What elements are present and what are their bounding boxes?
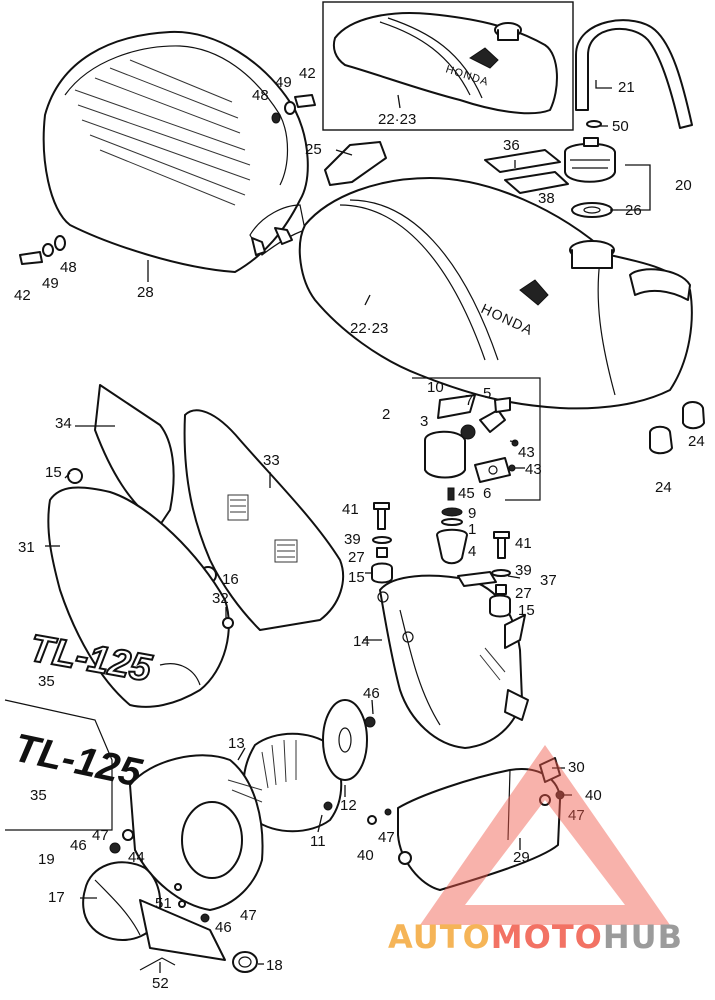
fuel-hose (575, 19, 693, 129)
callout-42: 42 (299, 65, 316, 82)
callout-13: 13 (228, 735, 245, 752)
callout-15-right: 15 (518, 602, 535, 619)
callout-43-b: 43 (525, 461, 542, 478)
callout-46-c: 46 (215, 919, 232, 936)
callout-52: 52 (152, 975, 169, 992)
seat (42, 30, 309, 273)
callout-38: 38 (538, 190, 555, 207)
fuel-tank-main: HONDA (298, 177, 693, 410)
callout-50: 50 (612, 118, 629, 135)
callout-36: 36 (503, 137, 520, 154)
callout-12: 12 (340, 797, 357, 814)
callout-6: 6 (483, 485, 491, 502)
svg-text:TL-125: TL-125 (10, 726, 146, 796)
callout-9: 9 (468, 505, 476, 522)
callout-15-left: 15 (45, 464, 62, 481)
fuel-cap (564, 137, 616, 218)
callout-labels: 42 49 48 22·23 21 50 25 36 20 38 26 42 4… (14, 65, 705, 992)
callout-48: 48 (252, 87, 269, 104)
callout-33: 33 (263, 452, 280, 469)
callout-40: 40 (585, 787, 602, 804)
callout-49: 49 (275, 74, 292, 91)
callout-48-lower: 48 (60, 259, 77, 276)
callout-49-lower: 49 (42, 275, 59, 292)
callout-30: 30 (568, 759, 585, 776)
callout-29: 29 (513, 849, 530, 866)
air-cleaner-case (377, 574, 529, 749)
callout-39: 39 (344, 531, 361, 548)
callout-26: 26 (625, 202, 642, 219)
watermark-auto: AUTO (388, 918, 491, 956)
callout-42-lower: 42 (14, 287, 31, 304)
callout-47-b: 47 (378, 829, 395, 846)
callout-41-right: 41 (515, 535, 532, 552)
callout-43: 43 (518, 444, 535, 461)
callout-28: 28 (137, 284, 154, 301)
callout-35: 35 (38, 673, 55, 690)
callout-4: 4 (468, 543, 476, 560)
watermark-hub: HUB (603, 918, 683, 956)
air-cleaner-housing (129, 754, 264, 911)
callout-16: 16 (222, 571, 239, 588)
callout-39-right: 39 (515, 562, 532, 579)
callout-11: 11 (310, 833, 326, 850)
callout-17: 17 (48, 889, 65, 906)
tank-bracket (324, 141, 387, 186)
callout-47-d: 47 (240, 907, 257, 924)
callout-10: 10 (427, 379, 444, 396)
callout-41: 41 (342, 501, 359, 518)
callout-46-b: 46 (70, 837, 87, 854)
watermark-moto: MOTO (491, 918, 603, 956)
fuel-valve (412, 377, 541, 565)
callout-18: 18 (266, 957, 283, 974)
callout-22-23: 22·23 (378, 111, 416, 128)
callout-47-c: 47 (92, 827, 109, 844)
side-cover-31 (47, 486, 234, 708)
tool-box (367, 757, 565, 891)
watermark-triangle (420, 745, 670, 925)
callout-14: 14 (353, 633, 370, 650)
watermark: AUTOMOTOHUB (388, 745, 683, 956)
callout-44: 44 (128, 849, 145, 866)
callout-27-right: 27 (515, 585, 532, 602)
callout-27: 27 (348, 549, 365, 566)
callout-24: 24 (655, 479, 672, 496)
callout-46: 46 (363, 685, 380, 702)
seat-bolts (19, 94, 316, 265)
emblem-lower: TL-125 (4, 699, 146, 831)
callout-5: 5 (483, 385, 491, 402)
callout-22-23-main: 22·23 (350, 320, 388, 337)
callout-34: 34 (55, 415, 72, 432)
callout-1: 1 (468, 521, 476, 538)
callout-25: 25 (305, 141, 322, 158)
callout-45: 45 (458, 485, 475, 502)
callout-37: 37 (540, 572, 557, 589)
tank-labels-36-38 (484, 149, 569, 194)
leader-lines (45, 80, 651, 973)
mounting-bolts (371, 502, 511, 618)
callout-15: 15 (348, 569, 365, 586)
callout-47: 47 (568, 807, 585, 824)
callout-19: 19 (38, 851, 55, 868)
callout-3: 3 (420, 413, 428, 430)
svg-text:AUTOMOTOHUB: AUTOMOTOHUB (388, 918, 683, 956)
intake-assembly (82, 829, 258, 973)
fuel-tank-upper: HONDA (322, 1, 574, 131)
callout-51: 51 (155, 895, 172, 912)
tank-rubber-cushions (649, 401, 705, 455)
callout-35-b: 35 (30, 787, 47, 804)
callout-40-b: 40 (357, 847, 374, 864)
callout-7: 7 (465, 392, 473, 409)
callout-2: 2 (382, 406, 390, 423)
callout-32: 32 (212, 590, 229, 607)
callout-21: 21 (618, 79, 635, 96)
callout-20: 20 (675, 177, 692, 194)
callout-24-b: 24 (688, 433, 705, 450)
air-filter-element (242, 699, 376, 833)
callout-31: 31 (18, 539, 35, 556)
